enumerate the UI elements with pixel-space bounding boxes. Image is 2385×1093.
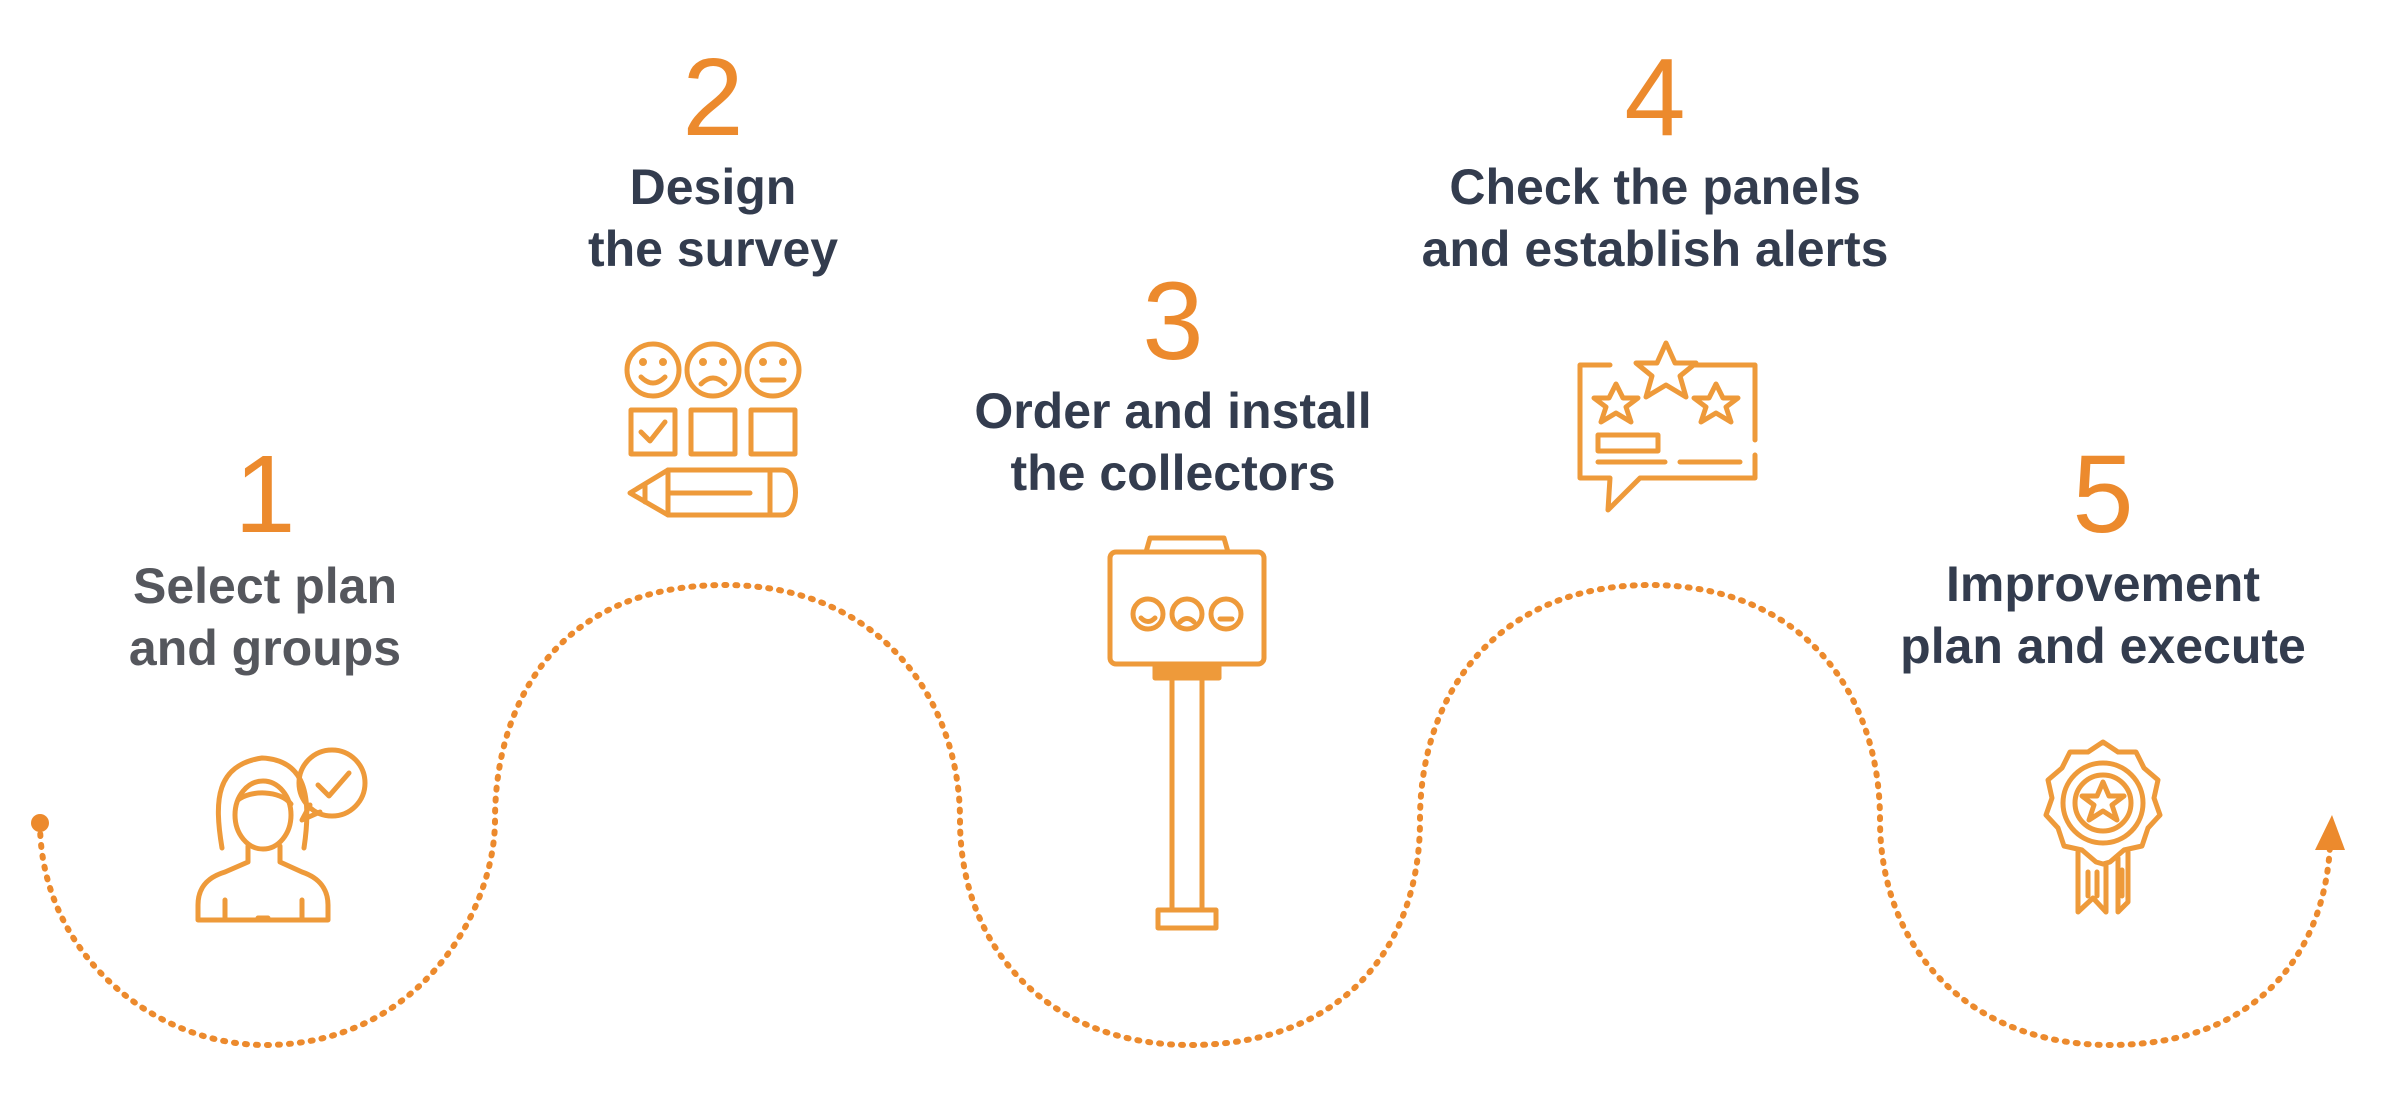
step-number: 2 xyxy=(682,36,744,159)
step-title: Order and install the collectors xyxy=(974,380,1371,504)
step-title: Check the panels and establish alerts xyxy=(1422,156,1889,280)
person-check-icon xyxy=(195,747,368,923)
step-3: 3 Order and install the collectors xyxy=(974,260,1371,504)
step-title-line: Check the panels xyxy=(1449,159,1861,215)
step-4: 4 Check the panels and establish alerts xyxy=(1422,36,1889,280)
survey-form-icon xyxy=(624,341,802,518)
step-number: 1 xyxy=(234,433,296,556)
step-title-line: Design xyxy=(629,159,797,215)
step-number: 3 xyxy=(1142,260,1204,383)
step-title-line: the collectors xyxy=(1010,445,1336,501)
step-number: 4 xyxy=(1624,36,1686,159)
award-ribbon-icon xyxy=(2043,739,2163,915)
step-title: Design the survey xyxy=(588,156,838,280)
step-2: 2 Design the survey xyxy=(588,36,838,280)
step-title: Select plan and groups xyxy=(129,555,401,679)
step-title-line: the survey xyxy=(587,221,839,277)
wave-path xyxy=(37,581,2333,1049)
step-title-line: and groups xyxy=(128,620,402,676)
step-title-line: and establish alerts xyxy=(1421,221,1889,277)
step-1: 1 Select plan and groups xyxy=(129,433,401,679)
step-number: 5 xyxy=(2072,433,2134,556)
step-5: 5 Improvement plan and execute xyxy=(1900,433,2306,677)
star-rating-bubble-icon xyxy=(1577,340,1758,513)
path-end-arrow xyxy=(2315,815,2345,850)
path-start-dot xyxy=(31,814,49,832)
step-title: Improvement plan and execute xyxy=(1900,553,2306,677)
step-title-line: Order and install xyxy=(974,383,1372,439)
step-title-line: Improvement xyxy=(1946,556,2260,612)
feedback-terminal-icon xyxy=(1107,535,1267,931)
step-title-line: plan and execute xyxy=(1900,618,2306,674)
step-title-line: Select plan xyxy=(133,558,397,614)
